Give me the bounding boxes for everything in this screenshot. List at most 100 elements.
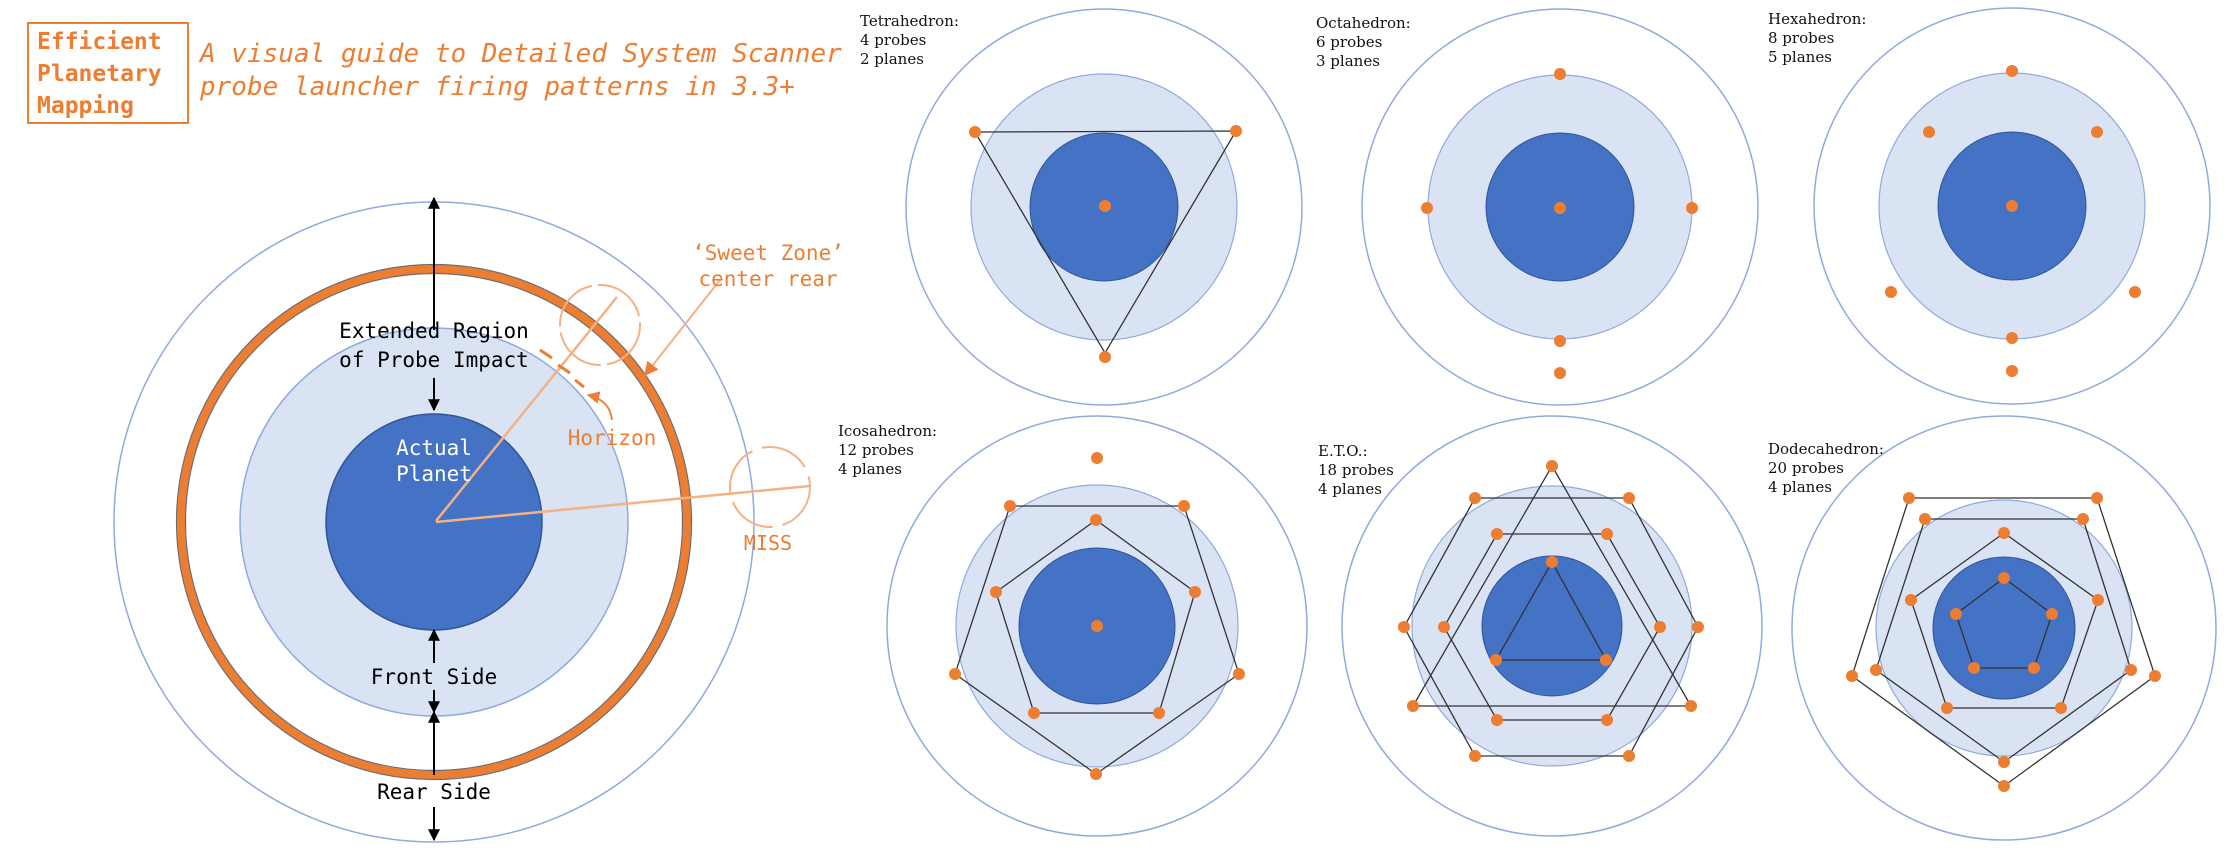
panel-caption-dodecahedron: Dodecahedron: 20 probes 4 planes <box>1768 440 1884 497</box>
probe-plane-outline <box>1875 518 2132 763</box>
panel-caption-hexahedron: Hexahedron: 8 probes 5 planes <box>1768 10 1866 67</box>
title-line-3: Mapping <box>37 93 134 119</box>
probe-marker <box>1004 500 1016 512</box>
sweet-zone-label-2: center rear <box>698 267 837 291</box>
probe-marker <box>2028 662 2040 674</box>
probe-marker <box>1491 714 1503 726</box>
probe-marker <box>1685 700 1697 712</box>
probe-marker <box>2129 286 2141 298</box>
subtitle: A visual guide to Detailed System Scanne… <box>200 38 842 104</box>
probe-plane-outline <box>1494 560 1608 661</box>
probe-marker <box>2006 65 2018 77</box>
pattern-name: Tetrahedron: <box>860 12 959 30</box>
probe-marker <box>1554 335 1566 347</box>
probe-marker <box>1998 527 2010 539</box>
probe-marker <box>2006 332 2018 344</box>
panel-outer-circle <box>1813 7 2211 405</box>
pattern-planes: 4 planes <box>838 460 902 478</box>
pattern-probes: 4 probes <box>860 31 927 49</box>
probe-marker <box>2006 365 2018 377</box>
ray-sweet-zone <box>435 296 618 522</box>
probe-marker <box>2149 670 2161 682</box>
probe-marker <box>1998 572 2010 584</box>
probe-marker <box>2006 200 2018 212</box>
probe-marker <box>1469 750 1481 762</box>
pattern-probes: 20 probes <box>1768 459 1844 477</box>
probe-marker <box>1090 768 1102 780</box>
probe-marker <box>1686 202 1698 214</box>
probe-marker <box>1407 700 1419 712</box>
probe-marker <box>1091 620 1103 632</box>
pattern-name: E.T.O.: <box>1318 442 1368 460</box>
probe-marker <box>1846 670 1858 682</box>
probe-marker <box>1178 500 1190 512</box>
front-side-label: Front Side <box>371 665 497 689</box>
probe-plane-outline <box>1851 497 2156 787</box>
probe-marker <box>1438 621 1450 633</box>
probe-marker <box>1950 608 1962 620</box>
probe-marker <box>1903 492 1915 504</box>
probe-marker <box>1623 750 1635 762</box>
probe-marker <box>1554 202 1566 214</box>
probe-marker <box>1028 707 1040 719</box>
horizon-dashes <box>539 348 585 389</box>
probe-marker <box>1491 528 1503 540</box>
title-box: Efficient Planetary Mapping <box>27 22 189 124</box>
actual-planet-label-2: Planet <box>396 462 472 486</box>
probe-marker <box>2091 492 2103 504</box>
pattern-panel-tetrahedron <box>905 8 1303 406</box>
horizon-pointer <box>586 391 613 421</box>
probe-plane-outline <box>1411 464 1693 707</box>
probe-marker <box>1998 780 2010 792</box>
probe-marker <box>1091 452 1103 464</box>
pattern-panel-hexahedron <box>1813 7 2211 405</box>
panel-planet-circle <box>1932 556 2076 700</box>
title-line-2: Planetary <box>37 61 162 87</box>
pattern-panel-dodecahedron <box>1791 415 2217 841</box>
panel-caption-octahedron: Octahedron: 6 probes 3 planes <box>1316 14 1411 71</box>
probe-marker <box>1941 702 1953 714</box>
title-line-1: Efficient <box>37 29 162 55</box>
pattern-planes: 4 planes <box>1768 478 1832 496</box>
pattern-panel-octahedron <box>1361 8 1759 406</box>
extended-region-label-2: of Probe Impact <box>339 348 529 372</box>
pattern-name: Hexahedron: <box>1768 10 1867 28</box>
probe-marker <box>1546 556 1558 568</box>
panel-caption-icosahedron: Icosahedron: 12 probes 4 planes <box>838 422 937 479</box>
subtitle-line-1: A visual guide to Detailed System Scanne… <box>200 39 842 69</box>
probe-marker <box>949 668 961 680</box>
panel-outer-circle <box>1791 415 2217 841</box>
probe-marker <box>1692 621 1704 633</box>
panel-outer-circle <box>1341 415 1763 837</box>
sweet-zone-target <box>559 284 641 366</box>
probe-marker <box>1421 202 1433 214</box>
panel-planet-circle <box>1481 555 1623 697</box>
main-legend-diagram: Extended Region of Probe Impact Actual P… <box>113 196 844 843</box>
probe-marker <box>990 586 1002 598</box>
pattern-planes: 2 planes <box>860 50 924 68</box>
pattern-probes: 8 probes <box>1768 29 1835 47</box>
probe-plane-outline <box>1955 577 2053 669</box>
pattern-probes: 18 probes <box>1318 461 1394 479</box>
probe-marker <box>1546 460 1558 472</box>
probe-marker <box>2055 702 2067 714</box>
pattern-panel-eto <box>1341 415 1763 837</box>
probe-plane-outline <box>973 130 1238 355</box>
probe-marker <box>1554 367 1566 379</box>
probe-marker <box>2077 513 2089 525</box>
probe-marker <box>1601 528 1613 540</box>
pattern-planes: 3 planes <box>1316 52 1380 70</box>
probe-marker <box>1923 126 1935 138</box>
probe-marker <box>1870 664 1882 676</box>
pattern-name: Dodecahedron: <box>1768 440 1884 458</box>
probe-marker <box>1099 200 1111 212</box>
probe-marker <box>2125 664 2137 676</box>
probe-plane-outline <box>1910 532 2099 709</box>
rear-side-label: Rear Side <box>377 780 491 804</box>
probe-marker <box>1490 654 1502 666</box>
probe-marker <box>1968 662 1980 674</box>
extended-region-label-1: Extended Region <box>339 319 529 343</box>
pattern-name: Octahedron: <box>1316 14 1411 32</box>
probe-marker <box>1654 621 1666 633</box>
probe-marker <box>1905 594 1917 606</box>
